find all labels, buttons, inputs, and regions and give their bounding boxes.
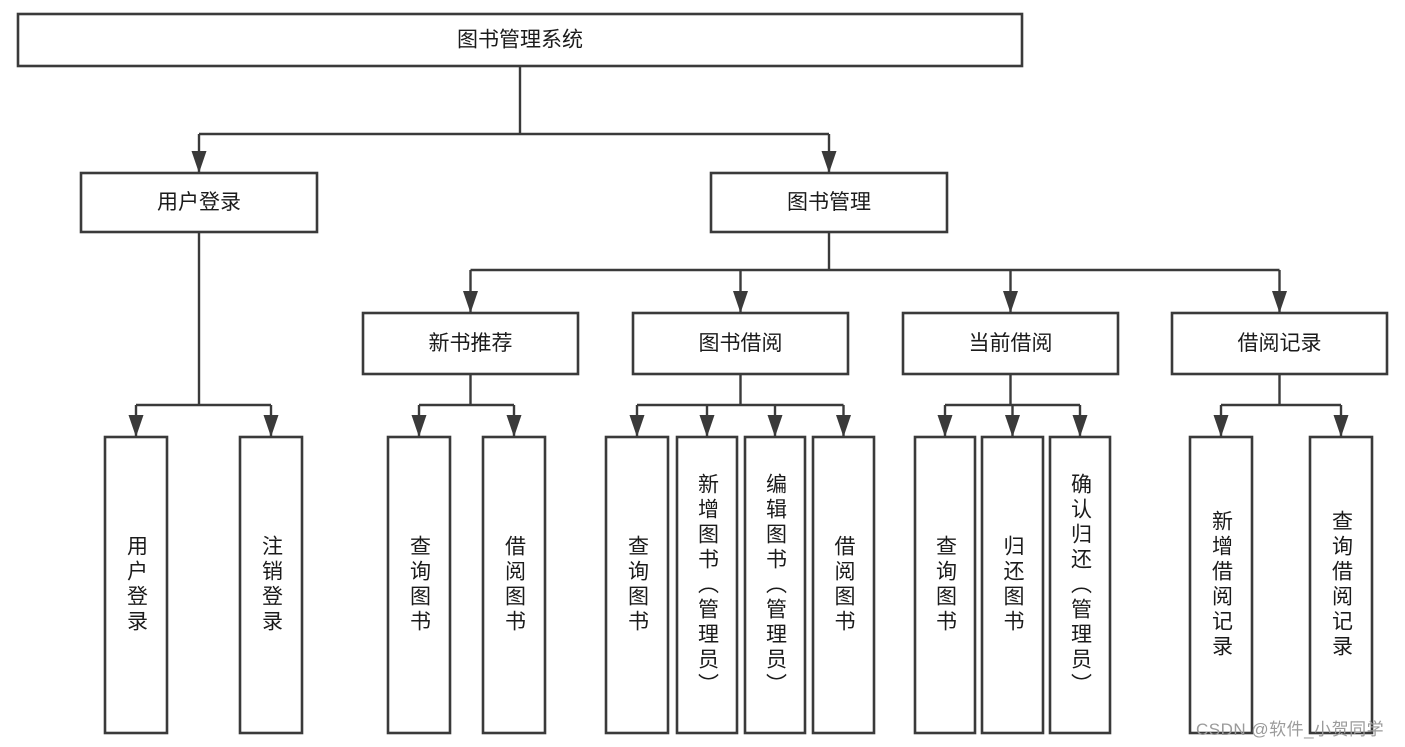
arrow-head-icon-leaf-add-record [1213,415,1229,437]
node-box-leaf-query-book-borrow[interactable] [604,435,670,735]
arrow-head-icon-user-login [191,151,207,173]
arrow-head-icon-leaf-return-book [1005,415,1020,437]
node-box-leaf-query-book-current[interactable] [913,435,977,735]
node-box-user-login[interactable] [79,171,319,234]
node-box-leaf-user-login[interactable] [103,435,169,735]
node-box-layer [16,12,1389,735]
arrow-head-icon-book-management [821,151,837,173]
arrow-head-icon-leaf-add-book [699,415,715,437]
node-box-leaf-borrow-book[interactable] [811,435,876,735]
node-box-new-book-recommend[interactable] [361,311,580,376]
arrow-head-icon-leaf-query-book-current [937,415,953,437]
node-box-leaf-add-book[interactable] [675,435,739,735]
arrow-head-icon-leaf-borrow-book-new [506,415,522,437]
node-box-leaf-confirm-return[interactable] [1048,435,1112,735]
node-box-leaf-return-book[interactable] [980,435,1045,735]
node-label-root: 图书管理系统 [457,29,583,52]
arrow-head-icon-leaf-logout [263,415,279,437]
node-box-leaf-logout[interactable] [238,435,304,735]
node-box-leaf-add-record[interactable] [1188,435,1254,735]
node-box-book-borrow[interactable] [631,311,850,376]
node-label-book-borrow: 图书借阅 [699,332,783,355]
node-label-user-login: 用户登录 [157,191,241,214]
node-box-borrow-record[interactable] [1170,311,1389,376]
node-box-book-management[interactable] [709,171,949,234]
arrow-head-icon-new-book-recommend [463,291,478,313]
arrow-head-icon-leaf-query-book-borrow [629,415,645,437]
arrow-head-icon-borrow-record [1272,291,1287,313]
arrow-head-icon-current-borrow [1003,291,1018,313]
arrow-head-icon-leaf-user-login [128,415,144,437]
node-box-leaf-borrow-book-new[interactable] [481,435,547,735]
arrow-head-icon-leaf-borrow-book [836,415,851,437]
arrow-head-icon-leaf-query-record [1333,415,1349,437]
connector-layer [128,66,1349,437]
arrow-head-icon-leaf-confirm-return [1072,415,1088,437]
node-label-book-management: 图书管理 [787,191,871,214]
node-box-current-borrow[interactable] [901,311,1120,376]
node-box-root[interactable] [16,12,1024,68]
node-label-new-book-recommend: 新书推荐 [429,332,513,355]
node-box-leaf-query-book-new[interactable] [386,435,452,735]
node-label-borrow-record: 借阅记录 [1238,332,1322,355]
node-label-current-borrow: 当前借阅 [969,332,1053,355]
node-box-leaf-edit-book[interactable] [743,435,807,735]
watermark-text: CSDN @软件_小贺同学 [1196,720,1385,739]
arrow-head-icon-leaf-query-book-new [411,415,427,437]
node-box-leaf-query-record[interactable] [1308,435,1374,735]
arrow-head-icon-leaf-edit-book [767,415,783,437]
arrow-head-icon-book-borrow [733,291,748,313]
